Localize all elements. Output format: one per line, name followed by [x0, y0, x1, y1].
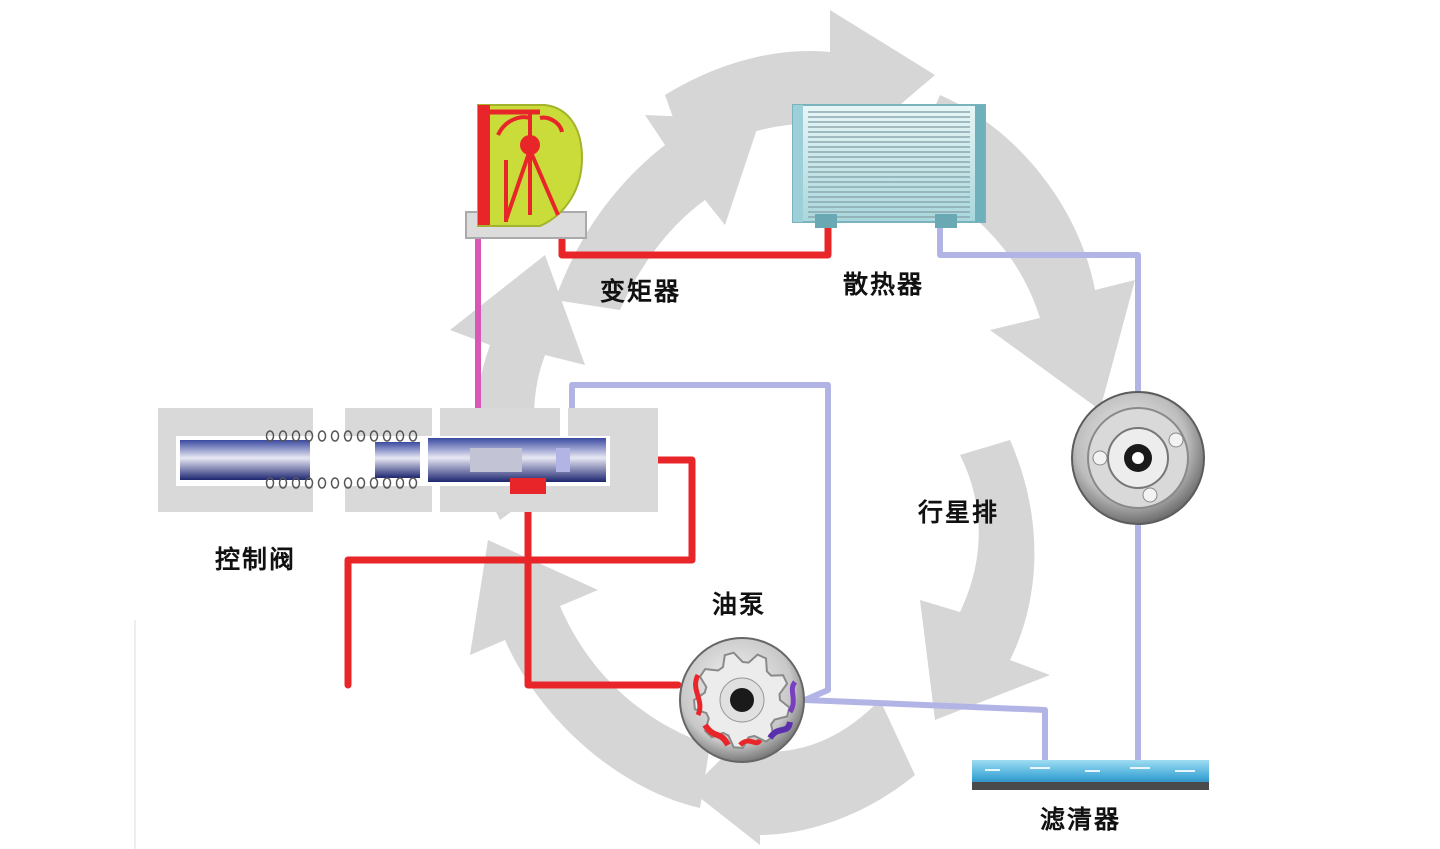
circulation-arrow-lower-left: [470, 540, 710, 808]
label-planetary-gear: 行星排: [918, 498, 1000, 527]
label-radiator: 散热器: [843, 270, 925, 299]
gear-pump-icon: [679, 637, 805, 763]
planetary-gear-icon: [1071, 391, 1205, 525]
converter-to-radiator-line: [558, 218, 832, 259]
pump-to-valve-line: [524, 484, 682, 689]
label-oil-pump: 油泵: [712, 590, 767, 619]
oil-filter-icon: [972, 760, 1209, 790]
label-control-valve: 控制阀: [215, 545, 297, 574]
valve-return-line: [569, 382, 831, 703]
pump-to-filter-line: [804, 697, 1048, 765]
valve-right-outlet-line: [344, 456, 696, 689]
torque-converter-icon: [465, 104, 587, 239]
spool-valve-icon: [158, 408, 658, 512]
circulation-arrow-upper-left: [555, 115, 760, 310]
label-torque-converter: 变矩器: [600, 277, 682, 306]
label-oil-filter: 滤清器: [1040, 805, 1122, 834]
high-pressure-lines: [344, 218, 832, 689]
return-lines: [569, 222, 1141, 765]
radiator-icon: [792, 104, 986, 228]
circulation-arrow-lower-right: [920, 440, 1050, 720]
radiator-return-line: [937, 222, 1141, 395]
